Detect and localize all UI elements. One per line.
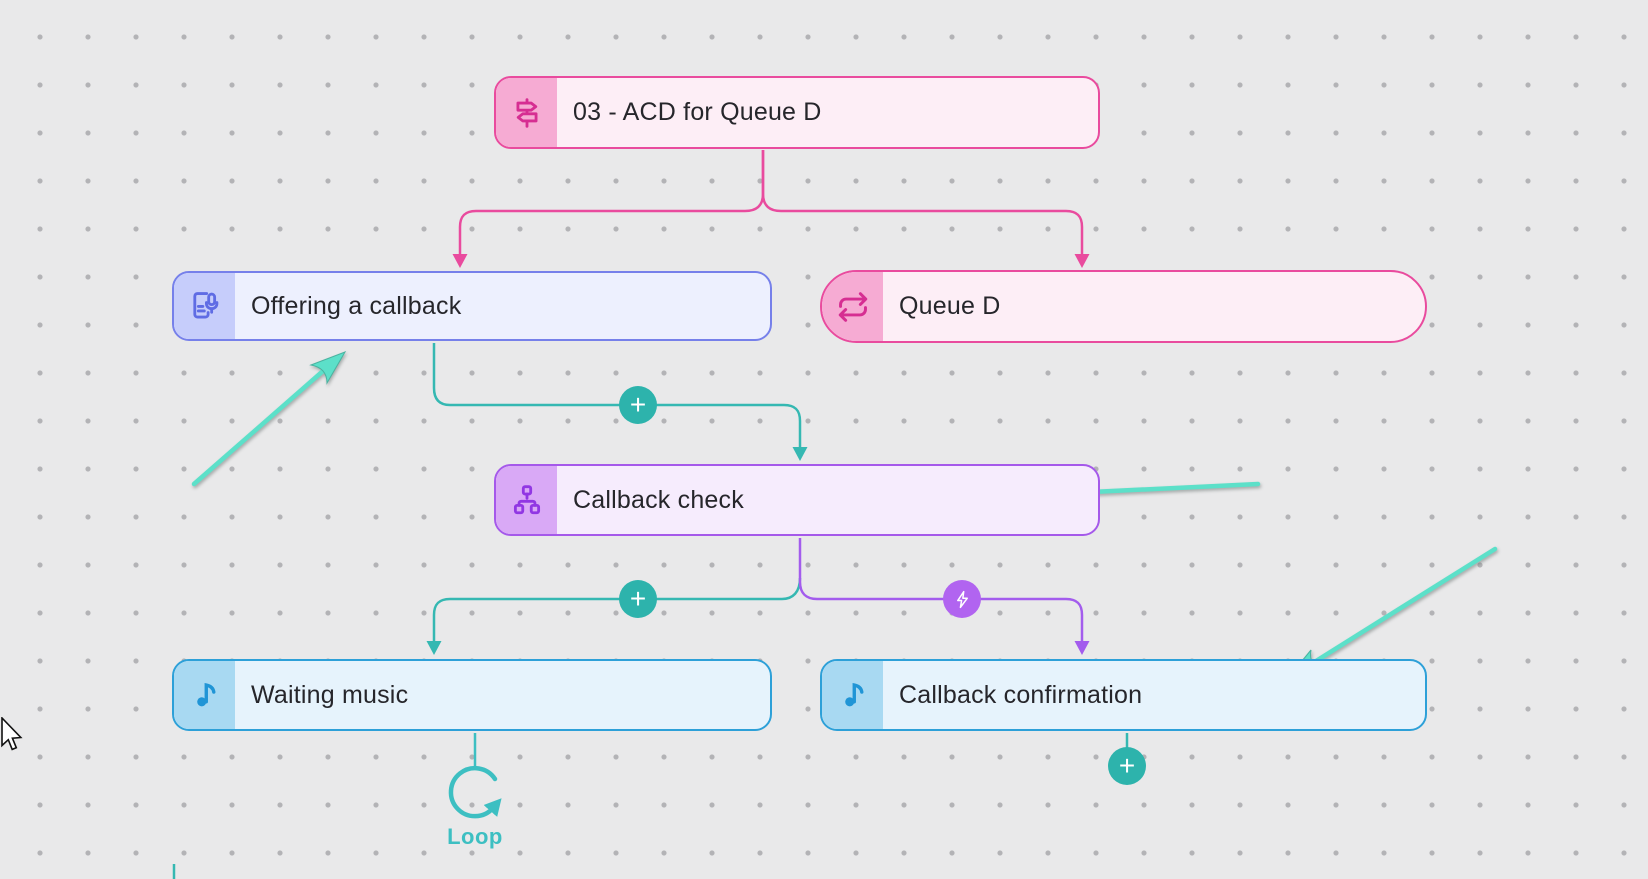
node-acd-for-queue-d[interactable]: 03 - ACD for Queue D <box>494 76 1100 149</box>
node-waiting-music[interactable]: Waiting music <box>172 659 772 731</box>
lightning-icon <box>956 590 968 608</box>
annotation-arrow-offering <box>191 351 347 487</box>
signpost-icon <box>516 97 537 128</box>
node-label: Offering a callback <box>251 291 462 320</box>
node-queue-d[interactable]: Queue D <box>820 270 1427 343</box>
node-icon-strip <box>822 661 883 729</box>
add-step-button[interactable]: + <box>619 580 657 618</box>
music-note-icon <box>196 683 215 707</box>
node-callback-confirmation[interactable]: Callback confirmation <box>820 659 1427 731</box>
music-note-icon <box>844 683 863 707</box>
event-branch-button[interactable] <box>943 580 981 618</box>
node-icon-strip <box>822 272 883 341</box>
repeat-icon <box>838 291 867 322</box>
connector-offering-to-check <box>432 343 808 461</box>
loop-icon[interactable] <box>448 765 502 819</box>
add-step-button[interactable]: + <box>1108 747 1146 785</box>
plus-icon: + <box>629 583 647 614</box>
node-icon-strip <box>496 466 557 534</box>
node-label: Queue D <box>899 292 1001 320</box>
node-icon-strip <box>496 78 557 147</box>
node-offering-a-callback[interactable]: Offering a callback <box>172 271 772 341</box>
mouse-cursor <box>1 717 23 751</box>
node-label: Callback check <box>573 485 744 514</box>
add-step-button[interactable]: + <box>619 386 657 424</box>
voice-prompt-icon <box>192 292 218 319</box>
connector-check-to-confirmation <box>798 538 1090 655</box>
node-label: Callback confirmation <box>899 680 1143 709</box>
connector-acd-to-queue <box>761 150 1090 268</box>
plus-icon: + <box>629 389 647 420</box>
node-callback-check[interactable]: Callback check <box>494 464 1100 536</box>
loop-label: Loop <box>447 824 503 849</box>
node-label: 03 - ACD for Queue D <box>573 98 822 126</box>
node-label: Waiting music <box>251 680 409 709</box>
connector-check-to-waiting <box>426 577 802 655</box>
node-icon-strip <box>174 661 235 729</box>
plus-icon: + <box>1118 750 1136 781</box>
branch-icon <box>513 485 540 515</box>
connector-acd-to-offering <box>452 150 765 268</box>
node-icon-strip <box>174 273 235 339</box>
